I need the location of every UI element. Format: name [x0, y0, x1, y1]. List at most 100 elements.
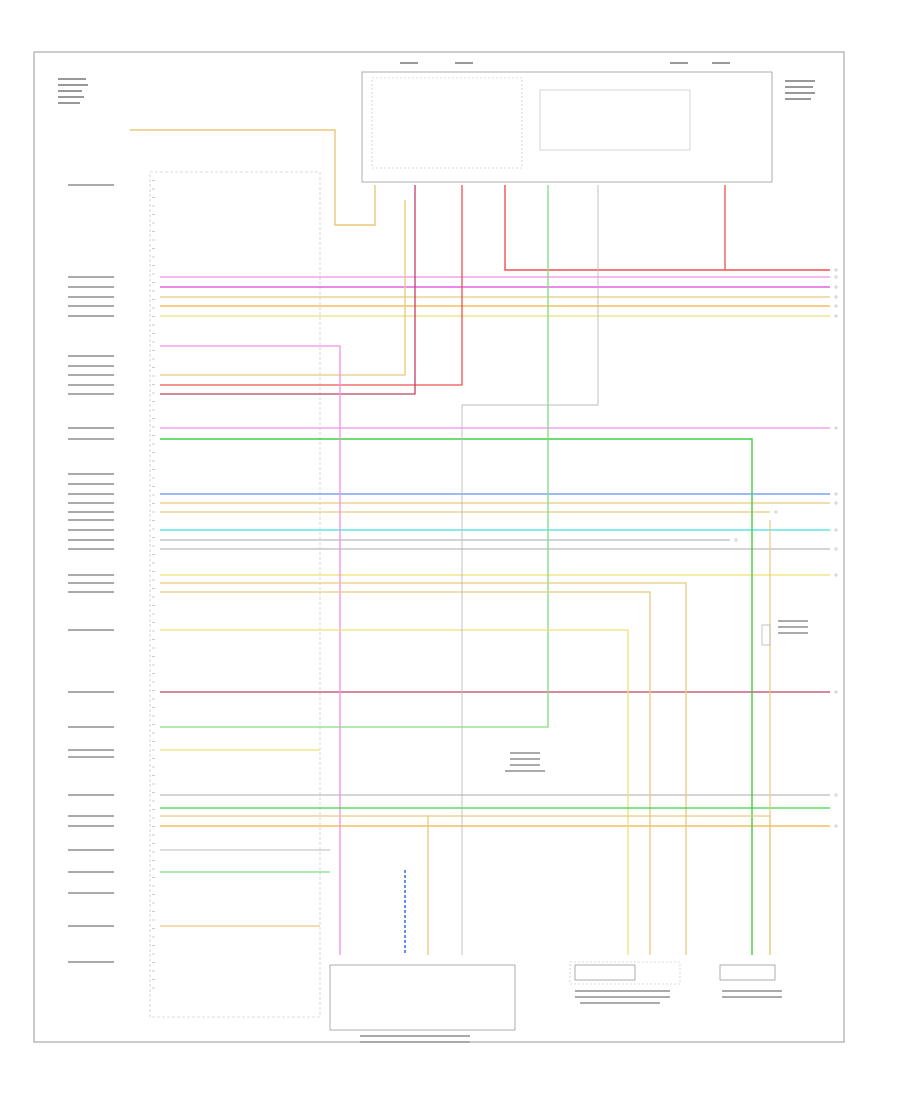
wire-tan-4 — [160, 200, 406, 376]
ecm-pin-label — [68, 365, 114, 367]
ecm-pin-tick — [152, 919, 155, 921]
ecm-pin-tick — [152, 256, 155, 258]
ecm-pin-tick — [152, 800, 155, 802]
ecm-pin-label — [68, 794, 114, 796]
ecm-pin-tick — [152, 902, 155, 904]
continuation-marker — [834, 285, 838, 289]
ecm-pin-tick — [152, 324, 155, 326]
ecm-pin-tick — [152, 188, 155, 190]
ecm-pin-tick — [152, 248, 155, 249]
ecm-pin-labels — [68, 180, 155, 989]
continuation-marker — [834, 295, 838, 299]
continuation-marker — [834, 314, 838, 318]
wire-lightgreen-1 — [160, 185, 549, 728]
ecm-pin-tick — [152, 486, 155, 487]
ecm-pin-label — [68, 427, 114, 429]
ecm-pin-label — [68, 276, 114, 278]
ecm-pin-tick — [152, 775, 155, 776]
ecm-pin-label — [68, 961, 114, 963]
ecm-pin-tick — [152, 613, 155, 615]
ecm-pin-label — [68, 315, 114, 317]
ecm-pin-tick — [152, 401, 155, 402]
ecm-pin-tick — [152, 936, 155, 938]
ecm-pin-tick — [152, 970, 155, 972]
ecm-pin-label — [68, 393, 114, 395]
wire-yellow-3 — [160, 629, 629, 955]
ecm-pin-tick — [152, 418, 155, 419]
ecm-pin-tick — [152, 537, 155, 538]
ecm-pin-tick — [152, 282, 155, 283]
ecm-pin-tick — [152, 596, 155, 598]
ecm-pin-tick — [152, 350, 155, 351]
wire-gray-vert-2 — [462, 185, 599, 406]
splice-pack — [505, 752, 545, 772]
continuation-marker — [834, 268, 838, 272]
ecm-pin-tick — [152, 630, 155, 632]
ecm-pin-tick — [152, 231, 155, 232]
ecm-pin-label — [68, 871, 114, 873]
ecm-pin-tick — [152, 307, 155, 309]
ecm-pin-tick — [152, 469, 155, 470]
continuation-markers — [734, 268, 838, 828]
evap-sensor-outer — [569, 961, 681, 985]
ecm-pin-tick — [152, 426, 155, 428]
ecm-pin-tick — [152, 392, 155, 394]
ecm-pin-label — [68, 825, 114, 827]
wire-harness — [130, 129, 830, 955]
ecm-pin-tick — [152, 698, 155, 700]
wire-tan-7 — [160, 815, 429, 955]
ecm-pin-tick — [152, 987, 155, 989]
ecm-pin-tick — [152, 962, 155, 963]
wire-green-1 — [160, 438, 753, 955]
ecm-pin-label — [68, 691, 114, 693]
ecm-pin-tick — [152, 792, 155, 793]
ecm-pin-label — [68, 629, 114, 631]
ecm-pin-tick — [152, 579, 155, 581]
wire-pink-vert — [160, 345, 341, 955]
ecm-pin-label — [68, 749, 114, 751]
ecm-pin-label — [68, 493, 114, 495]
ecm-pin-label — [68, 548, 114, 550]
continuation-marker — [834, 492, 838, 496]
ecm-pin-tick — [152, 860, 155, 861]
ecm-pin-tick — [152, 953, 155, 955]
ecm-pin-label — [68, 726, 114, 728]
ecm-pin-tick — [152, 868, 155, 870]
ecm-title-block — [58, 78, 88, 104]
ecm-pin-tick — [152, 443, 155, 445]
evap-sensor-labels — [575, 990, 670, 1004]
ecm-pin-label — [68, 355, 114, 357]
ecm-pin-label — [68, 374, 114, 376]
ecm-pin-tick — [152, 358, 155, 360]
ecm-pin-tick — [152, 545, 155, 547]
ecm-pin-tick — [152, 205, 155, 207]
ecm-pin-tick — [152, 817, 155, 819]
fuse-block — [361, 71, 773, 183]
ecm-pin-tick — [152, 375, 155, 377]
ecm-pin-tick — [152, 562, 155, 564]
ecm-pin-tick — [152, 520, 155, 521]
ecm-pin-tick — [152, 732, 155, 734]
ecm-pin-label — [68, 502, 114, 504]
continuation-marker — [834, 824, 838, 828]
fuse-block-labels — [400, 62, 815, 100]
ecm-pin-tick — [152, 571, 155, 572]
ecm-pin-tick — [152, 409, 155, 411]
diagram-border — [33, 51, 845, 1043]
continuation-marker — [834, 501, 838, 505]
ecm-pin-tick — [152, 851, 155, 853]
ecm-pin-tick — [152, 554, 155, 555]
ecm-pin-tick — [152, 239, 155, 241]
continuation-marker — [734, 538, 738, 542]
wire-tan-5 — [160, 582, 687, 955]
ecm-pin-label — [68, 574, 114, 576]
ecm-pin-tick — [152, 690, 155, 691]
ecm-pin-tick — [152, 664, 155, 666]
ecm-pin-label — [68, 925, 114, 927]
ecm-pin-label — [68, 591, 114, 593]
ecm-pin-label — [68, 892, 114, 894]
ecm-pin-label — [68, 384, 114, 386]
ecm-pin-tick — [152, 273, 155, 275]
ecm-pin-tick — [152, 673, 155, 674]
